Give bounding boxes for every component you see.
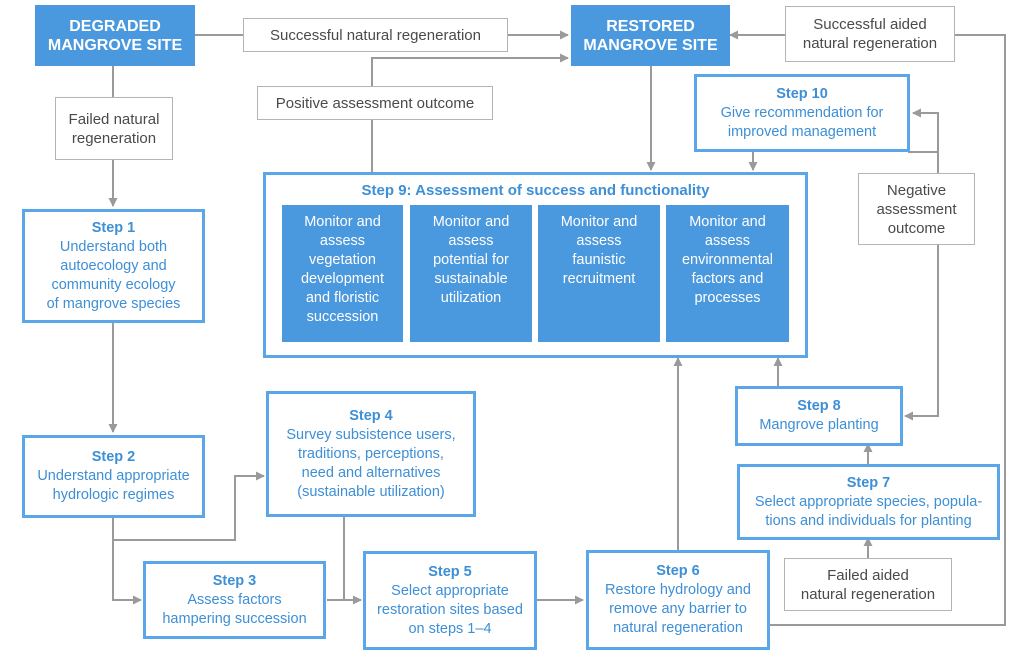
step-4-title: Step 4 bbox=[349, 407, 393, 424]
sub-2-line-2: assess bbox=[448, 233, 494, 249]
step-6-box: Step 6 Restore hydrology and remove any … bbox=[586, 550, 770, 650]
sub-3-line-2: assess bbox=[576, 233, 622, 249]
sub-4-line-2: assess bbox=[704, 233, 751, 249]
sub-1-line-1: Monitor and bbox=[304, 214, 381, 230]
step-2-title: Step 2 bbox=[91, 449, 136, 465]
degraded-line-2: MANGROVE SITE bbox=[47, 36, 183, 54]
negative-line-2: assessment bbox=[876, 200, 957, 218]
sub-4-line-5: processes bbox=[694, 290, 761, 306]
failed-natural-label: Failed natural regeneration bbox=[55, 97, 173, 160]
restored-line-1: RESTORED bbox=[606, 17, 695, 35]
successful-aided-label: Successful aided natural regeneration bbox=[785, 6, 955, 62]
sub-2-line-3: potential for bbox=[433, 252, 509, 268]
step-10-line-1: Give recommendation for bbox=[720, 104, 884, 121]
step-4-line-1: Survey subsistence users, bbox=[286, 426, 456, 443]
sub-4-line-4: factors and bbox=[691, 271, 764, 287]
step-6-line-3: natural regeneration bbox=[613, 620, 743, 636]
sub-3-line-1: Monitor and bbox=[560, 214, 638, 230]
step-6-title: Step 6 bbox=[656, 563, 700, 579]
step-4-box: Step 4 Survey subsistence users, traditi… bbox=[266, 391, 476, 517]
sub-2-line-5: utilization bbox=[440, 290, 502, 306]
step-9-title: Step 9: Assessment of success and functi… bbox=[361, 182, 710, 199]
step-4-line-4: (sustainable utilization) bbox=[297, 483, 445, 500]
sub-2-line-4: sustainable bbox=[434, 271, 508, 287]
sub-1-line-3: vegetation bbox=[309, 252, 376, 268]
degraded-line-1: DEGRADED bbox=[69, 17, 161, 35]
failed-aided-line-1: Failed aided bbox=[827, 566, 909, 584]
step-3-title: Step 3 bbox=[212, 572, 257, 589]
successful-aided-line-2: natural regeneration bbox=[802, 35, 938, 52]
sub-2-line-1: Monitor and bbox=[432, 214, 510, 230]
sub-1-line-4: development bbox=[300, 271, 385, 287]
step-9-faunistic-box: Monitor and assess faunistic recruitment bbox=[538, 205, 660, 342]
step-10-box: Step 10 Give recommendation for improved… bbox=[694, 74, 910, 152]
step-10-line-2: improved management bbox=[727, 123, 877, 140]
failed-natural-line-1: Failed natural bbox=[68, 110, 160, 128]
step-8-line-1: Mangrove planting bbox=[759, 417, 879, 433]
sub-1-line-2: assess bbox=[319, 233, 366, 249]
step-9-vegetation-box: Monitor and assess vegetation developmen… bbox=[282, 205, 403, 342]
step-3-line-2: hampering succession bbox=[162, 610, 307, 627]
sub-1-line-5: and floristic bbox=[305, 290, 380, 306]
sub-3-line-3: faunistic bbox=[572, 252, 626, 268]
step-6-line-2: remove any barrier to bbox=[609, 601, 747, 617]
step-3-box: Step 3 Assess factors hampering successi… bbox=[143, 561, 326, 639]
positive-outcome-label: Positive assessment outcome bbox=[257, 86, 493, 120]
step-3-line-1: Assess factors bbox=[187, 591, 282, 608]
successful-natural-label: Successful natural regeneration bbox=[243, 18, 508, 52]
step-9-utilization-box: Monitor and assess potential for sustain… bbox=[410, 205, 532, 342]
step-1-line-2: autoecology and bbox=[60, 257, 167, 274]
step-7-title: Step 7 bbox=[846, 474, 891, 491]
positive-line-1: Positive assessment outcome bbox=[275, 94, 475, 112]
step-6-line-1: Restore hydrology and bbox=[605, 582, 751, 598]
failed-aided-label: Failed aided natural regeneration bbox=[784, 558, 952, 611]
successful-aided-line-1: Successful aided bbox=[813, 16, 927, 33]
sub-3-line-4: recruitment bbox=[562, 271, 636, 287]
step-8-box: Step 8 Mangrove planting bbox=[735, 386, 903, 446]
failed-aided-line-2: natural regeneration bbox=[800, 585, 936, 603]
step-5-box: Step 5 Select appropriate restoration si… bbox=[363, 551, 537, 650]
step-9-environmental-box: Monitor and assess environmental factors… bbox=[666, 205, 789, 342]
step-10-title: Step 10 bbox=[776, 85, 828, 102]
restored-site-box: RESTORED MANGROVE SITE bbox=[571, 5, 730, 66]
step-1-line-1: Understand both bbox=[59, 238, 168, 255]
failed-natural-line-2: regeneration bbox=[71, 129, 157, 147]
step-1-line-4: of mangrove species bbox=[46, 295, 181, 312]
step-2-line-2: hydrologic regimes bbox=[52, 487, 175, 503]
sub-4-line-1: Monitor and bbox=[689, 214, 766, 230]
step-7-box: Step 7 Select appropriate species, popul… bbox=[737, 464, 1000, 540]
step-5-line-3: on steps 1–4 bbox=[408, 620, 492, 637]
successful-natural-line-1: Successful natural regeneration bbox=[270, 26, 481, 44]
step-5-line-2: restoration sites based bbox=[377, 601, 523, 618]
step-2-box: Step 2 Understand appropriate hydrologic… bbox=[22, 435, 205, 518]
step-7-line-1: Select appropriate species, popula- bbox=[754, 493, 983, 510]
step-1-line-3: community ecology bbox=[51, 276, 176, 293]
negative-outcome-label: Negative assessment outcome bbox=[858, 173, 975, 245]
step-1-title: Step 1 bbox=[91, 219, 136, 236]
step-4-line-3: need and alternatives bbox=[301, 464, 441, 481]
step-8-title: Step 8 bbox=[797, 398, 841, 414]
sub-4-line-3: environmental bbox=[681, 252, 774, 268]
restored-line-2: MANGROVE SITE bbox=[583, 36, 718, 54]
step-2-line-1: Understand appropriate bbox=[37, 468, 190, 484]
step-4-line-2: traditions, perceptions, bbox=[298, 445, 444, 462]
degraded-site-box: DEGRADED MANGROVE SITE bbox=[35, 5, 195, 66]
negative-line-1: Negative bbox=[886, 181, 947, 199]
sub-1-line-6: succession bbox=[306, 309, 379, 325]
step-5-line-1: Select appropriate bbox=[391, 582, 509, 599]
step-7-line-2: tions and individuals for planting bbox=[765, 512, 972, 529]
step-1-box: Step 1 Understand both autoecology and c… bbox=[22, 209, 205, 323]
negative-line-3: outcome bbox=[887, 219, 946, 237]
step-5-title: Step 5 bbox=[428, 563, 472, 580]
